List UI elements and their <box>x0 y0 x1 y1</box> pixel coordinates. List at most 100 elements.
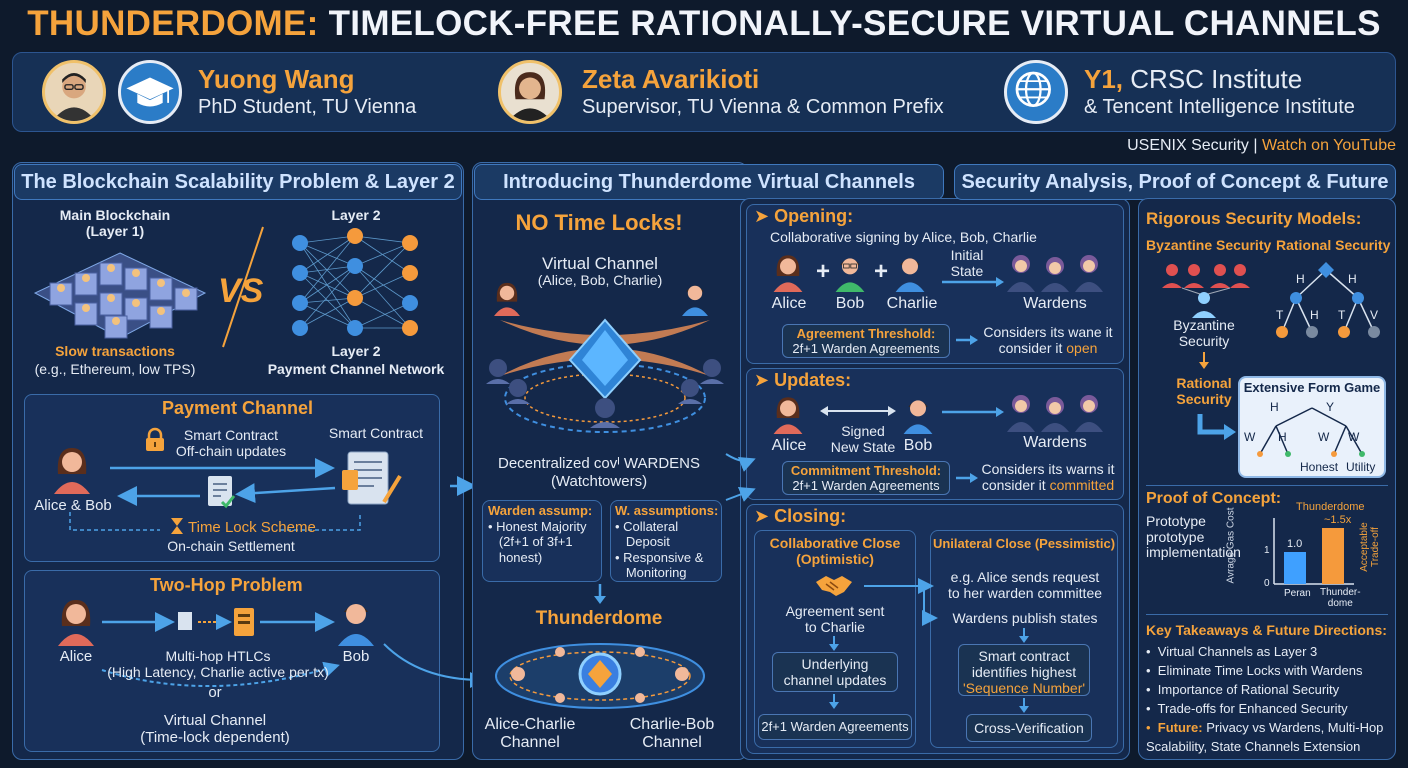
chart-y1-tick: 1 <box>1264 545 1270 556</box>
contract-document-icon <box>342 451 402 505</box>
security-column <box>1138 198 1396 760</box>
chart-thunderdome-label: Thunderdome <box>1296 501 1365 513</box>
assump2-list: • Collateral Deposit • Responsive & Moni… <box>615 519 703 580</box>
venue-text: USENIX Security <box>1127 137 1249 154</box>
commitment-threshold-sub: 2f+1 Warden Agreements <box>792 477 940 493</box>
globe-badge <box>1004 60 1068 124</box>
author-2-name: Zeta Avarikioti <box>582 64 760 94</box>
uni-sc-line2: 'Sequence Number' <box>962 680 1086 697</box>
opening-title: ➤ Opening: <box>754 206 854 226</box>
takeaway-item: • Trade-offs for Enhanced Security <box>1146 701 1348 716</box>
person-female-icon <box>54 448 90 494</box>
lock-icon <box>146 427 164 451</box>
warden-assumptions-box-1 <box>482 500 602 582</box>
wardens-label: Decentralized covᴵ WARDENS <box>497 455 700 472</box>
alice-bob-label: Alice & Bob <box>34 497 112 514</box>
vc-sub-label: (Alice, Bob, Charlie) <box>537 272 663 288</box>
efg-label: H <box>1270 400 1279 414</box>
alice-charlie-label: Alice-Charlie Channel <box>484 716 576 751</box>
panel-1-header: The Blockchain Scalability Problem & Lay… <box>14 164 462 200</box>
opening-consider: Considers its wane it consider it open <box>983 324 1113 356</box>
htlc-label: Multi-hop HTLCs (High Latency, Charlie a… <box>107 648 329 680</box>
person-male-icon <box>682 285 708 316</box>
efg-label: Y <box>1326 400 1335 414</box>
avatar-zeta <box>498 60 562 124</box>
future-label: Future: <box>1157 720 1203 735</box>
payment-channel-title: Payment Channel <box>162 398 314 418</box>
opening-charlie: Charlie <box>886 295 938 312</box>
divider <box>1146 614 1388 615</box>
chevron-right-icon: ➤ <box>754 506 775 526</box>
chart-multiplier-label: ~1.5x <box>1324 514 1352 526</box>
down-arrow-icon <box>829 694 839 709</box>
uni-request-label: e.g. Alice sends request to her warden c… <box>947 569 1103 601</box>
takeaway-item: • Future: Privacy vs Wardens, Multi-Hop … <box>1146 720 1384 754</box>
right-arrow <box>942 407 1004 417</box>
right-arrow <box>1197 414 1236 440</box>
down-arrow-icon <box>1019 628 1029 643</box>
efg-box <box>1238 376 1386 478</box>
rat-node-label: Rational Security <box>1176 375 1232 407</box>
collab-to-uni-arrow <box>864 578 938 626</box>
takeaway-item: • Eliminate Time Locks with Wardens <box>1146 663 1363 678</box>
thunderdome-network-icon <box>495 643 705 709</box>
assump2-item: • Collateral <box>615 519 679 534</box>
bar1-value: 1.0 <box>1287 538 1303 550</box>
flow-arrow <box>450 476 477 496</box>
vc-label: Virtual Channel <box>542 254 658 273</box>
commitment-threshold-title: Commitment Threshold: <box>790 463 942 478</box>
chart-y0-tick: 0 <box>1264 578 1270 589</box>
vc-time-label: Virtual Channel (Time-lock dependent) <box>140 712 290 746</box>
takeaway-item: • Importance of Rational Security <box>1146 682 1340 697</box>
two-hop-title: Two-Hop Problem <box>150 575 303 595</box>
opening-bob: Bob <box>835 295 865 312</box>
avatar-yuong <box>42 60 106 124</box>
game-tree-icon <box>1276 262 1380 338</box>
collab-sent-label: Agreement sent to Charlie <box>785 603 885 635</box>
tradeoff-label: Acceptable Trade-off <box>1359 522 1381 572</box>
onchain-label: On-chain Settlement <box>167 538 295 554</box>
document-check-icon <box>208 476 236 509</box>
future-text: Privacy vs Wardens, Multi-Hop Scalabilit… <box>1146 720 1384 754</box>
bar-thunderdome <box>1322 528 1344 584</box>
plus-sign: + <box>816 258 831 285</box>
person-male-glasses-icon <box>835 258 865 292</box>
virtual-channel-diamond <box>486 318 724 433</box>
right-arrow <box>956 335 978 345</box>
person-male-icon <box>903 400 933 434</box>
uni-close-title: Unilateral Close (Pessimistic) <box>932 536 1116 551</box>
author-2-role: Supervisor, TU Vienna & Common Prefix <box>582 96 944 118</box>
payment-arrows <box>69 458 361 531</box>
youtube-link[interactable]: Watch on YouTube <box>1261 137 1396 154</box>
assump1-title: Warden assump: <box>488 503 593 518</box>
bidirectional-arrow <box>820 406 896 416</box>
chart-x1: Peran <box>1284 588 1311 599</box>
initial-state-label: Initial State <box>950 247 984 279</box>
flow-arrow <box>383 643 486 688</box>
sc-label: Smart Contract <box>328 425 424 441</box>
agreement-threshold-pill: Agreement Threshold: 2f+1 Warden Agreeme… <box>782 324 950 358</box>
th-alice-label: Alice <box>59 648 93 665</box>
chevron-right-icon: ➤ <box>754 206 775 226</box>
title-brand: THUNDERDOME: <box>27 4 319 43</box>
updates-bob: Bob <box>903 437 933 454</box>
person-female-icon <box>773 255 803 292</box>
author-1-role: PhD Student, TU Vienna <box>198 96 417 118</box>
uni-sc-line1: Smart contract identifies highest <box>971 648 1077 681</box>
main-blockchain-label: Main Blockchain (Layer 1) <box>59 207 171 239</box>
takeaways-list: • Virtual Channels as Layer 3 • Eliminat… <box>1146 642 1383 756</box>
opening-desc: Collaborative signing by Alice, Bob, Cha… <box>770 229 1037 245</box>
person-male-icon <box>895 258 925 292</box>
globe-icon <box>1015 71 1051 107</box>
tree-label: V <box>1370 308 1379 322</box>
signed-state-label: Signed New State <box>830 423 896 455</box>
collab-updates-pill: Underlying channel updates <box>772 652 898 692</box>
byzantine-nodes-icon <box>1162 264 1250 318</box>
cross-verification-pill: Cross-Verification <box>966 714 1092 742</box>
l2-title-label: Layer 2 <box>331 343 381 359</box>
updates-consider: Considers its warns it consider it commi… <box>981 461 1115 493</box>
updates-alice: Alice <box>771 437 807 454</box>
commitment-threshold-pill: Commitment Threshold: 2f+1 Warden Agreem… <box>782 461 950 495</box>
chart-ylabel: Avrage Gas Cost <box>1225 507 1237 584</box>
committed-word: committed <box>1049 476 1115 493</box>
